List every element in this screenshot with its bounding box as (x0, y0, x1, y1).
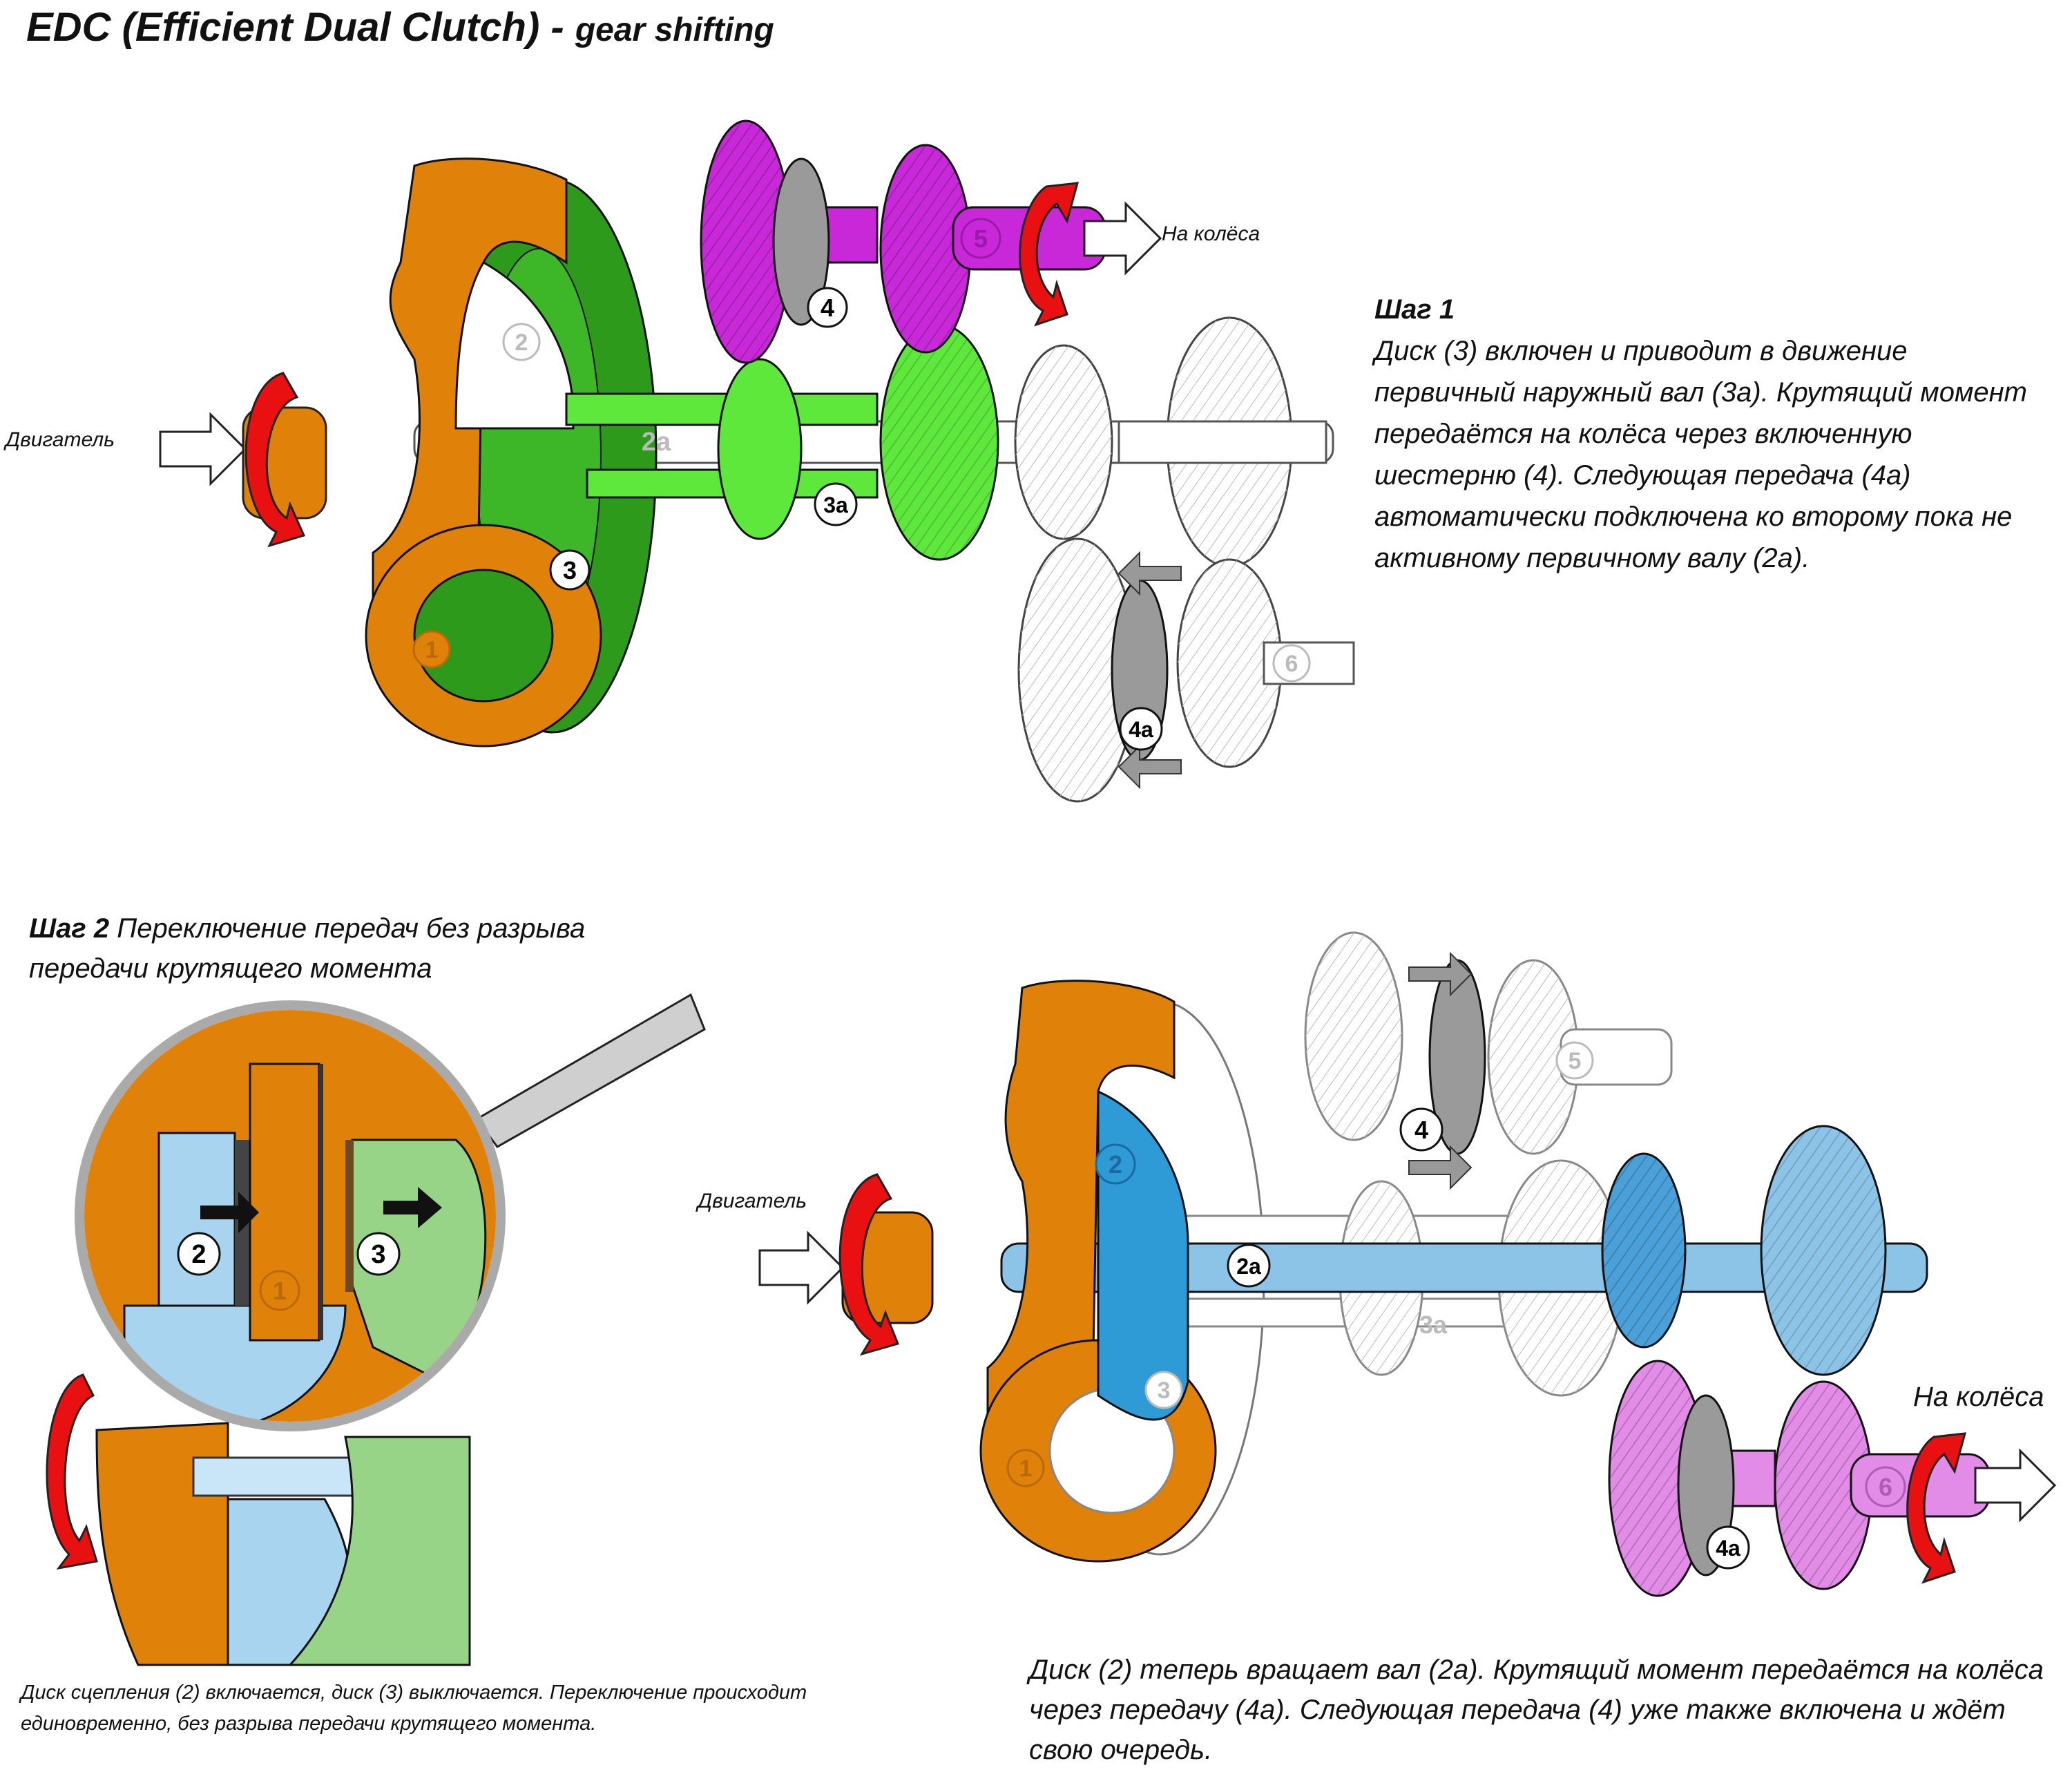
idle-gears-bottom (1304, 931, 1673, 1190)
step2-body: Переключение передач без разрыва передач… (29, 913, 586, 984)
step2-heading: Шаг 2 (29, 913, 110, 944)
callouts-top: 2 2a 3 3a 1 4 5 4a 6 (412, 218, 1311, 751)
wheels-output-arrow-bottom (1974, 1448, 2057, 1523)
step1-body: Диск (3) включен и приводит в движение п… (1374, 336, 2027, 573)
rotation-arrow-engine-zoom (46, 1373, 98, 1570)
label-engine-top: Двигатель (6, 428, 115, 451)
callout-4-bottom: 4 (1414, 1116, 1428, 1144)
step2-description: Шаг 2 Переключение передач без разрыва п… (29, 908, 651, 989)
zoom-caption: Диск сцепления (2) включается, диск (3) … (21, 1682, 807, 1735)
gear-4-active-top (700, 120, 1162, 364)
step3-caption: Диск (2) теперь вращает вал (2а). Крутящ… (1029, 1655, 2044, 1765)
gears-3a-top (717, 323, 999, 561)
callout-4-top: 4 (821, 294, 834, 322)
callout-2-bottom: 2 (1109, 1150, 1122, 1179)
title-sub: gear shifting (575, 12, 774, 48)
callout-1-zoom: 1 (273, 1277, 287, 1305)
callout-5-bottom: 5 (1569, 1048, 1582, 1074)
zoom-detail: 2 1 3 (46, 993, 706, 1666)
rotation-arrow-engine-bottom (838, 1173, 900, 1356)
callout-2-top: 2 (515, 330, 528, 356)
callout-2a-bottom: 2a (1236, 1254, 1261, 1279)
step1-heading: Шаг 1 (1374, 294, 1455, 325)
gears-2a-bottom (1601, 1125, 1887, 1376)
gear-4a-active-bottom (1608, 1360, 2057, 1597)
rotation-arrow-engine-top (244, 372, 306, 548)
bottom-assembly (758, 931, 2057, 1597)
callout-6-top: 6 (1285, 651, 1298, 677)
callout-3-top: 3 (563, 556, 577, 584)
callout-4a-top: 4a (1129, 717, 1153, 742)
disc-3-lower-top (413, 569, 554, 703)
callout-2a-top: 2a (642, 428, 671, 457)
callout-4a-bottom: 4a (1716, 1536, 1740, 1561)
callout-3-bottom: 3 (1158, 1378, 1171, 1404)
title-main: EDC (Efficient Dual Clutch) - (26, 5, 575, 50)
sleeve-4-top (772, 158, 830, 326)
callout-2-zoom: 2 (191, 1240, 206, 1269)
callout-5-top: 5 (974, 225, 988, 253)
callout-3-zoom: 3 (371, 1240, 385, 1269)
label-engine-bottom: Двигатель (698, 1190, 807, 1212)
rotation-arrow-output-bottom (1906, 1432, 1967, 1584)
engine-input-arrow-top (159, 412, 247, 486)
zoom-arrow-3 (383, 1187, 442, 1228)
engine-input-arrow-bottom (758, 1230, 845, 1305)
step1-description: Шаг 1 Диск (3) включен и приводит в движ… (1374, 289, 2051, 579)
magnifier-handle (474, 993, 706, 1148)
zoom-arrow-2 (200, 1192, 259, 1233)
callout-6-bottom: 6 (1879, 1473, 1892, 1501)
callout-3a-bottom: 3a (1419, 1311, 1448, 1339)
idle-gears-top (1014, 316, 1355, 803)
callouts-bottom: 2 2a 3a 3 1 4 5 4a 6 (1006, 1041, 1906, 1570)
callout-3a-top: 3a (823, 493, 848, 517)
label-wheels-top: На колёса (1162, 222, 1260, 245)
label-wheels-bottom: На колёса (1913, 1382, 2044, 1412)
callout-1-top: 1 (425, 637, 439, 663)
page-title: EDC (Efficient Dual Clutch) - gear shift… (26, 4, 774, 50)
callout-1-bottom: 1 (1019, 1456, 1033, 1482)
wheels-output-arrow-top (1083, 201, 1162, 276)
rotation-arrow-output-top (1019, 182, 1080, 327)
